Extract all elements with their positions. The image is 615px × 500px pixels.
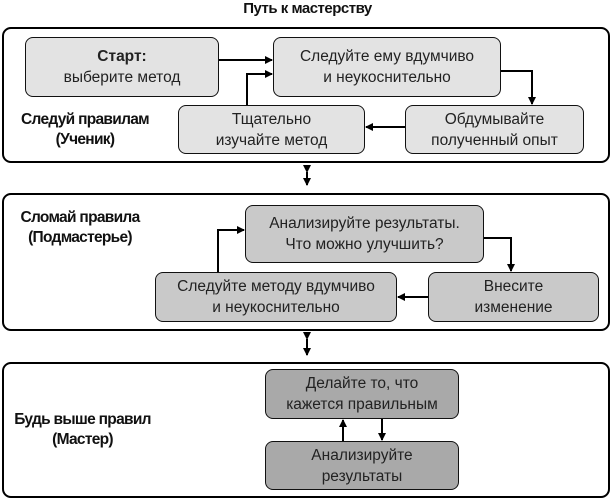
box-text-line: Следуйте методу вдумчиво — [177, 278, 375, 295]
box-text-line: результаты — [321, 467, 403, 485]
diagram-title: Путь к мастерству — [243, 0, 372, 17]
box-text-line: кажется правильным — [286, 396, 438, 413]
box-text-line: Делайте то, что — [305, 375, 419, 392]
box-text-line: и неукоснительно — [323, 69, 451, 86]
box-analyze-improve: Анализируйте результаты. Что можно улучш… — [245, 205, 484, 263]
box-text-line: Анализируйте результаты. — [269, 215, 460, 232]
box-do-right: Делайте то, что кажется правильным — [265, 369, 459, 419]
box-text-line: Обдумывайте — [444, 110, 545, 128]
box-text-line: Что можно улучшить? — [285, 236, 444, 253]
box-text-line: и неукоснительно — [212, 299, 340, 316]
box-make-change: Внесите изменение — [428, 272, 599, 322]
section-apprentice-title: Следуй правилам — [21, 111, 150, 128]
box-text-line: изучайте метод — [215, 131, 328, 149]
box-start-text: выберите метод — [63, 69, 181, 86]
box-start: Старт: выберите метод — [25, 37, 219, 97]
section-master-role: (Мастер) — [52, 431, 113, 448]
section-journeyman-label: Сломай правила (Подмастерье) — [10, 208, 150, 248]
box-follow-carefully: Следуйте ему вдумчиво и неукоснительно — [273, 37, 501, 97]
section-master-label: Будь выше правил (Мастер) — [10, 410, 155, 450]
box-text-line: полученный опыт — [431, 131, 558, 149]
box-study-method: Тщательно изучайте метод — [178, 105, 365, 154]
box-text-line: Следуйте ему вдумчиво — [299, 48, 475, 65]
box-analyze-results: Анализируйте результаты — [265, 441, 459, 490]
box-text-line: Внесите — [483, 278, 544, 295]
box-start-heading: Старт: — [97, 48, 147, 65]
section-journeyman-title: Сломай правила — [20, 209, 141, 226]
box-reflect-experience: Обдумывайте полученный опыт — [405, 105, 584, 154]
section-master-title: Будь выше правил — [14, 411, 151, 428]
box-text-line: Тщательно — [231, 110, 312, 128]
box-follow-method: Следуйте методу вдумчиво и неукоснительн… — [155, 272, 397, 322]
box-text-line: Анализируйте — [311, 446, 413, 464]
section-apprentice-role: (Ученик) — [55, 131, 115, 148]
section-apprentice-label: Следуй правилам (Ученик) — [10, 110, 160, 150]
box-text-line: изменение — [474, 299, 553, 316]
section-journeyman-role: (Подмастерье) — [28, 229, 133, 246]
